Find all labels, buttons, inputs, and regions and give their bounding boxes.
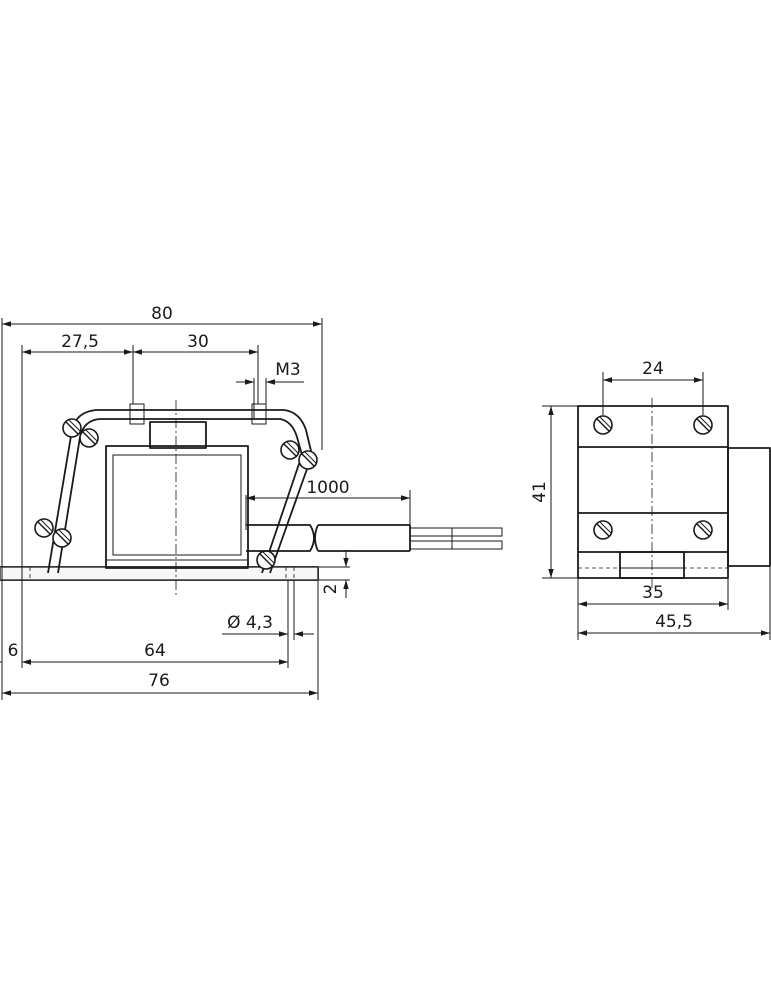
dim-thread: M3	[275, 360, 300, 380]
bracket-screw-icon	[280, 440, 300, 460]
dim-overall-width: 80	[151, 304, 173, 324]
bracket-screw-icon	[256, 550, 276, 570]
bracket-screw-icon	[52, 528, 72, 548]
bracket-screw-icon	[34, 518, 54, 538]
solenoid-body	[105, 445, 249, 569]
dim-height: 41	[530, 481, 550, 503]
side-view: 24 41 35 45,5	[530, 359, 771, 640]
bracket-screw-icon	[298, 450, 318, 470]
side-screw-icon	[593, 415, 613, 435]
dim-overall-depth: 45,5	[655, 612, 693, 632]
base-plate	[0, 566, 319, 581]
bracket-screw-icon	[62, 418, 82, 438]
bracket-screw-icon	[79, 428, 99, 448]
dim-edge-offset: 6	[8, 641, 19, 661]
dimensions-front: 80 27,5 30 M3 1000 2 Ø 4,3 6 64 76	[0, 304, 411, 700]
dim-mount-pitch: 64	[144, 641, 166, 661]
dim-base-length: 76	[148, 671, 170, 691]
dim-hole-diameter: Ø 4,3	[227, 613, 273, 633]
side-screw-icon	[593, 520, 613, 540]
dim-body-width: 35	[642, 583, 664, 603]
plunger	[149, 421, 207, 449]
dimensions-side: 24 41 35 45,5	[530, 359, 771, 640]
dim-hole-pitch: 30	[187, 332, 209, 352]
dim-cable-length: 1000	[306, 478, 349, 498]
dim-hole-offset: 27,5	[61, 332, 99, 352]
side-screw-icon	[693, 520, 713, 540]
dim-screw-pitch: 24	[642, 359, 664, 379]
front-view: 80 27,5 30 M3 1000 2 Ø 4,3 6 64 76	[0, 304, 503, 700]
side-connector-box	[727, 447, 771, 567]
side-screw-icon	[693, 415, 713, 435]
dim-base-thickness: 2	[321, 584, 341, 595]
cable	[246, 524, 503, 552]
